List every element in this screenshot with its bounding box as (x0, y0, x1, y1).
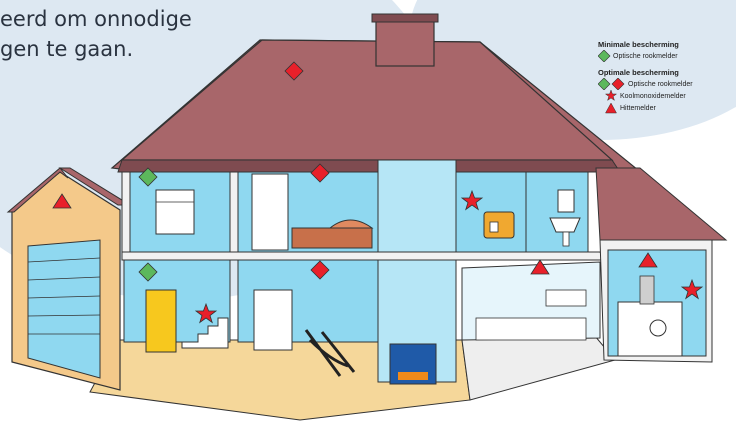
star-icon (605, 90, 618, 102)
chimney (375, 17, 435, 67)
legend-item: Optische rookmelder (598, 50, 730, 62)
smoke-detector-attic (284, 61, 304, 81)
heat-detector-kitchen (530, 259, 550, 275)
smoke-detector-bedroom-left (138, 167, 158, 187)
legend-item-label: Koolmonoxidemelder (620, 93, 686, 100)
legend-item-label: Optische rookmelder (613, 53, 678, 60)
detectors (52, 61, 704, 324)
roof (110, 13, 728, 241)
triangle-icon (605, 102, 617, 114)
co-detector-upstairs (460, 189, 484, 211)
green-red-diamond-icon (598, 78, 625, 90)
co-detector-utility (680, 278, 704, 300)
green-diamond-icon (598, 50, 611, 62)
heat-detector-garage (52, 193, 72, 209)
co-detector-hallway (194, 302, 218, 324)
legend-item-label: Optische rookmelder (628, 81, 693, 88)
utility-room (599, 239, 713, 363)
ground-floor (123, 259, 601, 385)
legend-optimal-title: Optimale bescherming (598, 68, 679, 77)
garage (6, 167, 132, 391)
intro-line-2: gen te gaan. (0, 37, 134, 61)
heat-detector-utility (638, 252, 658, 268)
legend-item: Koolmonoxidemelder (598, 90, 730, 102)
legend-item: Optische rookmelder (598, 78, 730, 90)
legend-item-label: Hittemelder (620, 105, 656, 112)
kitchen-floor (461, 329, 616, 401)
smoke-detector-living (310, 260, 330, 280)
legend-item: Hittemelder (598, 102, 730, 114)
upper-floor (121, 159, 589, 383)
legend-minimal-title: Minimale bescherming (598, 40, 679, 49)
legend: Minimale bescherming Optische rookmelder… (598, 40, 730, 114)
smoke-detector-hallway (138, 262, 158, 282)
intro-line-1: eerd om onnodige (0, 7, 192, 31)
smoke-detector-bedroom-middle (310, 163, 330, 183)
floor-slab (121, 251, 605, 261)
